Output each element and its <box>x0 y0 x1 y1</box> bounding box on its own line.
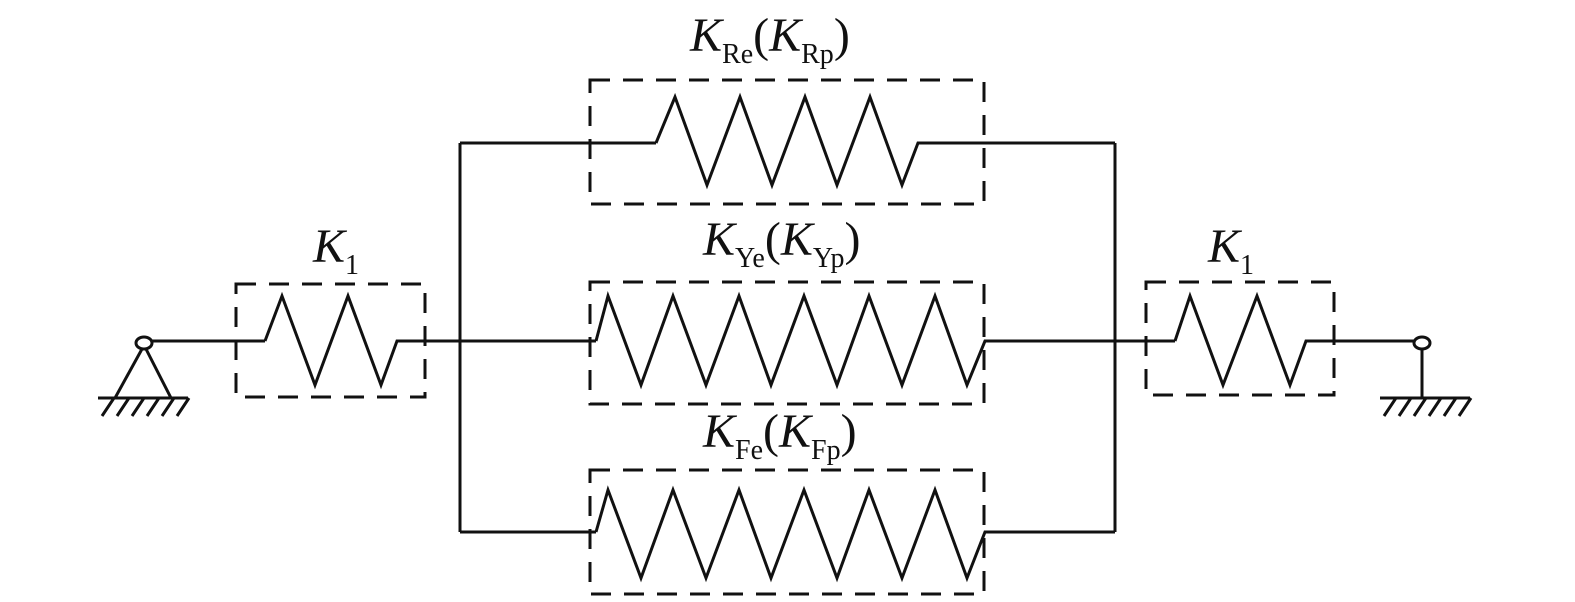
top-spring-box <box>588 78 986 206</box>
bottom-spring-box <box>588 468 986 596</box>
right-spring-k1 <box>1173 291 1334 390</box>
label-middle-spring: KYe(KYp) <box>703 213 861 273</box>
right-spring-box <box>1144 280 1336 397</box>
label-subscript: 1 <box>1240 250 1255 281</box>
label-symbol-alt: K <box>780 213 813 266</box>
label-subscript-alt: Rp <box>801 39 834 70</box>
top-spring-kre <box>654 92 1115 190</box>
label-subscript-alt: Yp <box>812 243 845 274</box>
label-symbol: K <box>313 220 346 273</box>
label-bottom-spring: KFe(KFp) <box>703 405 857 465</box>
left-ground-hatch <box>100 397 191 417</box>
label-subscript-alt: Fp <box>811 435 841 466</box>
label-close-paren: ) <box>833 9 850 62</box>
label-symbol: K <box>1208 220 1241 273</box>
middle-spring-kye <box>594 291 1115 390</box>
label-close-paren: ) <box>844 213 861 266</box>
label-open-paren: ( <box>764 213 781 266</box>
bottom-spring-kfe <box>594 485 1115 583</box>
left-spring-k1 <box>263 291 425 390</box>
label-subscript: Re <box>722 39 754 70</box>
label-subscript: Ye <box>735 243 765 274</box>
right-ground-hatch <box>1382 397 1473 417</box>
label-subscript: 1 <box>345 250 360 281</box>
left-pin-joint <box>134 335 154 351</box>
label-right-spring: K1 <box>1208 220 1254 280</box>
label-subscript: Fe <box>735 435 764 466</box>
label-open-paren: ( <box>753 9 770 62</box>
middle-spring-box <box>588 280 986 406</box>
label-symbol: K <box>703 213 736 266</box>
label-symbol: K <box>703 405 736 458</box>
label-symbol-alt: K <box>769 9 802 62</box>
right-pin-joint <box>1412 335 1432 351</box>
label-open-paren: ( <box>763 405 779 458</box>
label-close-paren: ) <box>840 405 857 458</box>
label-symbol-alt: K <box>779 405 812 458</box>
label-left-spring: K1 <box>313 220 359 280</box>
label-top-spring: KRe(KRp) <box>690 9 850 69</box>
left-pin-support <box>98 335 191 417</box>
right-pin-support <box>1380 335 1473 417</box>
label-symbol: K <box>690 9 723 62</box>
left-support-triangle <box>112 348 174 400</box>
